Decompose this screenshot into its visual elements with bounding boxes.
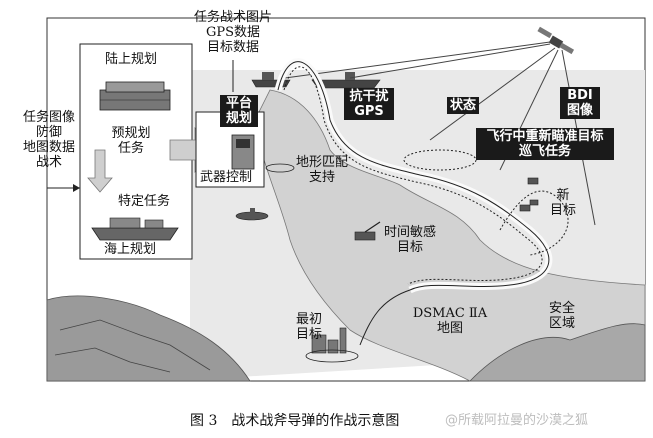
anti-jam-line-1: 抗干扰 (349, 89, 389, 104)
dsmac-map-label: DSMAC ⅡA 地图 (410, 306, 490, 336)
retarget-line-1: 飞行中重新瞄准目标 (486, 129, 604, 144)
preplanned-line-1: 预规划 (111, 126, 151, 141)
bdi-line-1: BDI (567, 88, 593, 103)
satellite-icon (537, 26, 575, 55)
hills-right (469, 323, 646, 382)
safe-area-label: 安全 区域 (543, 301, 581, 331)
mission-info-label: 任务战术图片 GPS数据 目标数据 (188, 10, 278, 55)
status-callout: 状态 (447, 97, 480, 114)
anti-jam-gps-callout: 抗干扰 GPS (344, 88, 394, 120)
time-sensitive-line-2: 目标 (396, 240, 423, 255)
new-target-icon (519, 177, 539, 212)
retarget-line-2: 巡飞任务 (518, 144, 571, 159)
coastal-cliffs (46, 295, 251, 382)
initial-target-line-2: 目标 (295, 327, 322, 342)
time-sensitive-line-1: 时间敏感 (383, 225, 436, 240)
land-planning-label: 陆上规划 (105, 52, 158, 67)
new-target-label: 新 目标 (546, 188, 580, 218)
missile-flight-path (274, 58, 569, 346)
sea-planning-label: 海上规划 (104, 242, 157, 257)
weapon-control-label: 武器控制 (200, 170, 253, 185)
watermark: @所载阿拉曼的沙漠之狐 (445, 413, 589, 428)
safe-area-line-2: 区域 (548, 316, 575, 331)
terrain-line-1: 地形匹配 (295, 155, 348, 170)
time-sensitive-target-label: 时间敏感 目标 (378, 225, 442, 255)
preplanned-line-2: 任务 (117, 141, 144, 156)
left-inputs-label: 任务图像 防御 地图数据 战术 (20, 110, 78, 170)
initial-target-label: 最初 目标 (290, 312, 328, 342)
figure-caption: 图 3 战术战斧导弹的作战示意图 (190, 413, 400, 429)
land-terrain (254, 89, 646, 382)
down-arrow-icon (87, 149, 113, 193)
dsmac-line-2: 地图 (436, 321, 463, 336)
control-console-icon (231, 134, 255, 170)
initial-target-line-1: 最初 (295, 312, 322, 327)
left-input-line-3: 地图数据 (22, 140, 75, 155)
mission-info-line-2: GPS数据 (205, 25, 261, 40)
initial-target-ring (305, 349, 359, 363)
loiter-pattern (403, 149, 477, 171)
retarget-callout: 飞行中重新瞄准目标 巡飞任务 (476, 128, 614, 160)
new-target-line-2: 目标 (549, 203, 576, 218)
cliff-detail (59, 319, 211, 371)
terrain-matching-label: 地形匹配 支持 (290, 155, 354, 185)
input-arrowhead (73, 184, 80, 192)
dsmac-line-1: DSMAC ⅡA (412, 306, 488, 321)
terrain-line-2: 支持 (308, 170, 335, 185)
bdi-line-2: 图像 (566, 103, 593, 118)
platform-planning-callout: 平台 规划 (220, 95, 258, 127)
submarine-icon (235, 208, 269, 221)
land-facility-icon (99, 81, 171, 111)
cliff-detail-2 (54, 347, 171, 373)
mission-info-line-1: 任务战术图片 (193, 10, 272, 25)
platform-line-1: 平台 (225, 96, 252, 111)
safe-area-line-1: 安全 (548, 301, 575, 316)
initial-target-icon (311, 327, 347, 354)
left-input-line-4: 战术 (35, 155, 62, 170)
new-target-line-1: 新 (556, 188, 570, 203)
ship-in-panel-icon (91, 217, 179, 241)
terrain-match-ring (265, 163, 295, 173)
platform-line-2: 规划 (225, 111, 252, 126)
bdi-image-callout: BDI 图像 (560, 87, 600, 119)
anti-jam-line-2: GPS (354, 104, 384, 119)
preplanned-mission-label: 预规划 任务 (104, 126, 158, 156)
mission-info-line-3: 目标数据 (206, 40, 259, 55)
left-input-line-1: 任务图像 (22, 110, 75, 125)
specific-mission-label: 特定任务 (118, 194, 171, 209)
tst-vehicle-icon (354, 221, 381, 241)
left-input-line-2: 防御 (35, 125, 62, 140)
